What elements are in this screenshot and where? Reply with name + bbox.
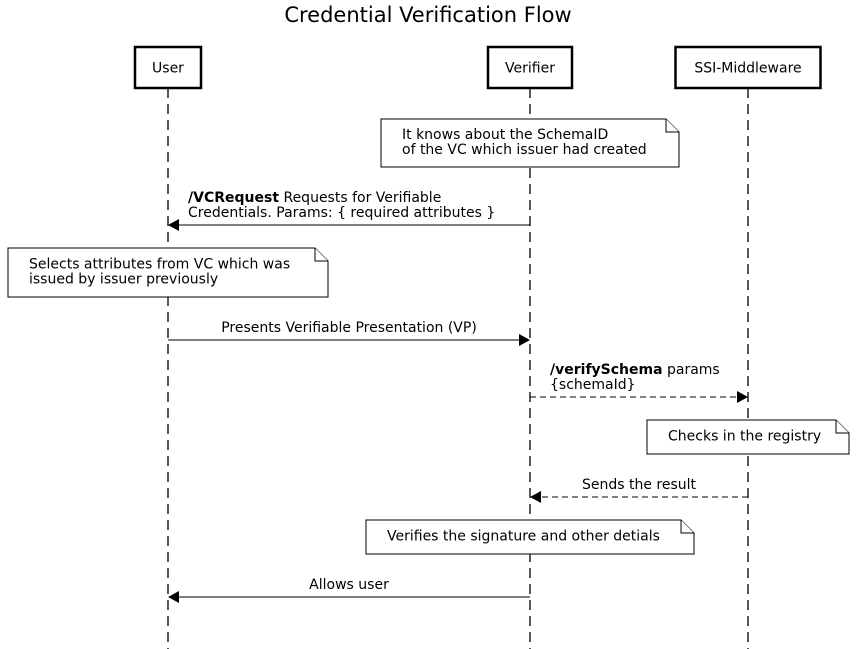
message-label: Presents Verifiable Presentation (VP)	[221, 320, 477, 336]
note-fold	[314, 248, 328, 262]
message-label-segment: Sends the result	[582, 477, 697, 493]
note-fold	[665, 119, 679, 133]
message-label-segment: Credentials. Params: { required attribut…	[188, 205, 495, 221]
note-text: issued by issuer previously	[29, 272, 218, 288]
message-label-segment: Requests for Verifiable	[279, 190, 441, 206]
note-text: of the VC which issuer had created	[402, 142, 647, 158]
message-label: Sends the result	[582, 477, 697, 493]
message: Presents Verifiable Presentation (VP)	[168, 320, 530, 346]
participant-box	[133, 45, 203, 90]
message-label-segment: Allows user	[309, 577, 389, 593]
message-arrowhead	[737, 391, 748, 403]
note-text: Selects attributes from VC which was	[29, 257, 290, 273]
message-label: /VCRequest Requests for Verifiable	[188, 190, 441, 206]
note: Verifies the signature and other detials	[365, 519, 695, 555]
note-box	[646, 419, 850, 455]
diagram-title: Credential Verification Flow	[284, 3, 571, 27]
participant-verifier: Verifier	[486, 45, 574, 90]
message-label-segment: /VCRequest	[188, 190, 279, 206]
message-arrowhead	[168, 591, 179, 603]
note-text: Checks in the registry	[668, 429, 821, 445]
message-label-segment: /verifySchema	[550, 362, 663, 378]
note-box	[365, 519, 695, 555]
message-arrowhead	[530, 491, 541, 503]
message: /verifySchema params{schemaId}	[530, 362, 748, 403]
message-label: Allows user	[309, 577, 389, 593]
note-fold	[835, 420, 849, 434]
note-text: Verifies the signature and other detials	[387, 529, 660, 545]
message-arrowhead	[168, 219, 179, 231]
message: /VCRequest Requests for VerifiableCreden…	[168, 190, 530, 231]
note-box	[380, 118, 680, 168]
participant-ssi: SSI-Middleware	[674, 45, 822, 90]
message-label-segment: params	[663, 362, 720, 378]
participant-label: User	[152, 61, 184, 77]
message-label-segment: {schemaId}	[550, 377, 636, 393]
message-label: /verifySchema params	[550, 362, 720, 378]
participant-label: SSI-Middleware	[694, 61, 801, 77]
participant-box	[674, 45, 822, 90]
message-label-segment: Presents Verifiable Presentation (VP)	[221, 320, 477, 336]
message-label: {schemaId}	[550, 377, 636, 393]
message-arrowhead	[519, 334, 530, 346]
participant-user: User	[133, 45, 203, 90]
message: Allows user	[168, 577, 530, 603]
note-text: It knows about the SchemaID	[402, 127, 608, 143]
note: Selects attributes from VC which wasissu…	[7, 247, 329, 298]
note-box	[7, 247, 329, 298]
participant-label: Verifier	[505, 61, 555, 77]
note-fold	[680, 520, 694, 534]
note: Checks in the registry	[646, 419, 850, 455]
participant-box	[486, 45, 574, 90]
message: Sends the result	[530, 477, 748, 503]
message-label: Credentials. Params: { required attribut…	[188, 205, 495, 221]
